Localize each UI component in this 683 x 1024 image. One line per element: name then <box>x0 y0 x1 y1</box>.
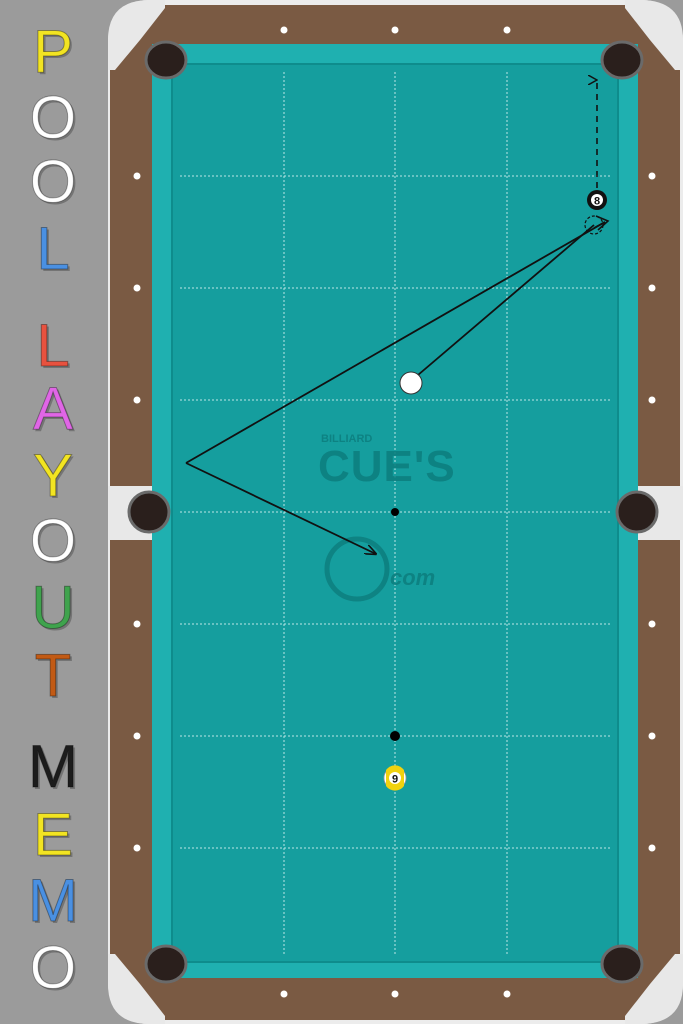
shot-path <box>185 221 606 554</box>
title-letter: M <box>28 867 79 934</box>
title-letter: L <box>36 215 70 282</box>
rail-diamonds <box>133 26 656 998</box>
ball-8-label: 8 <box>594 196 600 208</box>
object-ball-path-arrow <box>593 221 606 229</box>
pocket-top-left <box>144 40 188 80</box>
watermark-logo-circle <box>324 536 390 602</box>
pocket-bottom-left <box>144 944 188 984</box>
title-letter: P <box>32 18 74 85</box>
pocket-bottom-right <box>600 944 644 984</box>
title-letter: A <box>32 375 74 442</box>
title-letter: L <box>36 312 70 379</box>
title-letter: U <box>31 574 75 641</box>
center-spot <box>391 508 399 516</box>
pocket-middle-right <box>615 490 659 534</box>
watermark-domain: com <box>390 565 435 590</box>
pocket-middle-left <box>127 490 171 534</box>
corner-cap-top-left <box>108 0 165 70</box>
corner-cap-bottom-right <box>625 954 683 1024</box>
ball-9[interactable]: 9 <box>383 765 407 791</box>
title-letter: O <box>29 148 77 215</box>
watermark-small: BILLIARD <box>321 433 372 445</box>
ball-8[interactable]: 8 <box>587 190 607 210</box>
title-letter: Y <box>32 442 74 509</box>
cue-ball-final-path <box>185 462 376 554</box>
pockets <box>127 40 659 984</box>
carom-arrowhead <box>595 215 610 231</box>
title-letter: O <box>29 934 77 1001</box>
cue-ball-path <box>417 224 595 376</box>
title-letter: T <box>34 642 72 709</box>
title-letter: O <box>29 84 77 151</box>
cue-ball-carom-path <box>185 221 606 464</box>
ghost-ball <box>584 215 604 235</box>
title-letter: O <box>29 507 77 574</box>
foot-spot <box>390 731 400 741</box>
title-letter: M <box>28 733 79 800</box>
cue-ball[interactable] <box>399 371 423 395</box>
watermark-brand: CUE'S <box>318 442 456 491</box>
title-letter: E <box>32 801 74 868</box>
pocket-top-right <box>600 40 644 80</box>
corner-cap-top-right <box>625 0 683 70</box>
watermark: BILLIARD CUE'S com <box>318 433 456 602</box>
corner-cap-bottom-left <box>108 954 165 1024</box>
ball-9-label: 9 <box>392 774 398 786</box>
